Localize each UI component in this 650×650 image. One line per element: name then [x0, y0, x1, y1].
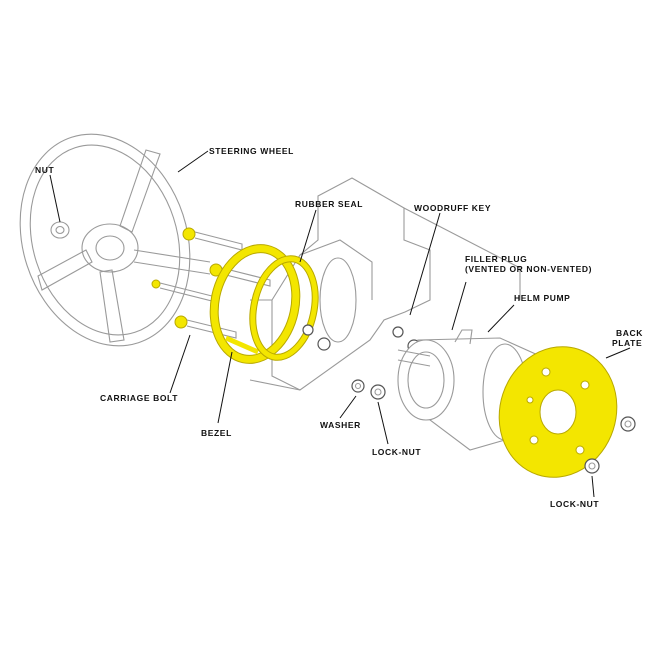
label-helm-pump: HELM PUMP	[514, 293, 570, 303]
label-carriage-bolt: CARRIAGE BOLT	[100, 393, 178, 403]
label-nut: NUT	[35, 165, 54, 175]
steering-wheel	[19, 133, 211, 347]
label-woodruff-key: WOODRUFF KEY	[414, 203, 491, 213]
label-washer: WASHER	[320, 420, 361, 430]
leader-lines	[49, 150, 631, 498]
back-plate	[498, 346, 618, 478]
rubber-seal	[249, 255, 319, 361]
carriage-bolt	[182, 227, 243, 251]
label-lock-nut-center: LOCK-NUT	[372, 447, 421, 457]
label-plate: PLATE	[612, 338, 642, 348]
label-bezel: BEZEL	[201, 428, 232, 438]
right-lock-nuts	[584, 416, 636, 474]
bezel	[209, 244, 301, 364]
label-rubber-seal: RUBBER SEAL	[295, 199, 363, 209]
carriage-bolt	[209, 263, 271, 287]
label-back: BACK	[616, 328, 643, 338]
label-filler-plug-note: (VENTED OR NON-VENTED)	[465, 264, 592, 274]
center-lock-nut	[370, 384, 386, 400]
label-filler-plug: FILLER PLUG	[465, 254, 527, 264]
center-washer	[351, 379, 365, 393]
wheel-nut	[50, 221, 70, 239]
label-lock-nut-right: LOCK-NUT	[550, 499, 599, 509]
label-steering-wheel: STEERING WHEEL	[209, 146, 294, 156]
carriage-bolts	[151, 227, 271, 339]
